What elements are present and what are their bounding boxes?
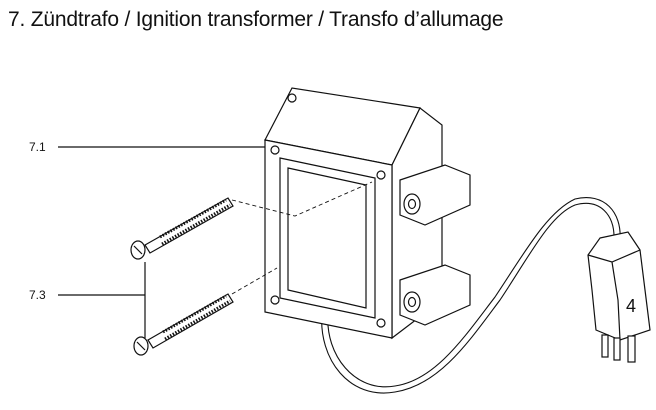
screw-lower — [133, 293, 234, 356]
leader-lines — [58, 146, 266, 338]
transformer-body — [264, 87, 471, 340]
cable — [321, 197, 621, 394]
screw-upper — [130, 197, 234, 260]
plug-number-label: 4 — [626, 296, 637, 316]
callout-label-7-3: 7.3 — [29, 288, 46, 302]
page-title: 7. Zündtrafo / Ignition transformer / Tr… — [8, 8, 504, 31]
connector-plug — [587, 231, 651, 363]
alignment-lines — [231, 181, 373, 295]
callout-label-7-1: 7.1 — [29, 140, 46, 154]
